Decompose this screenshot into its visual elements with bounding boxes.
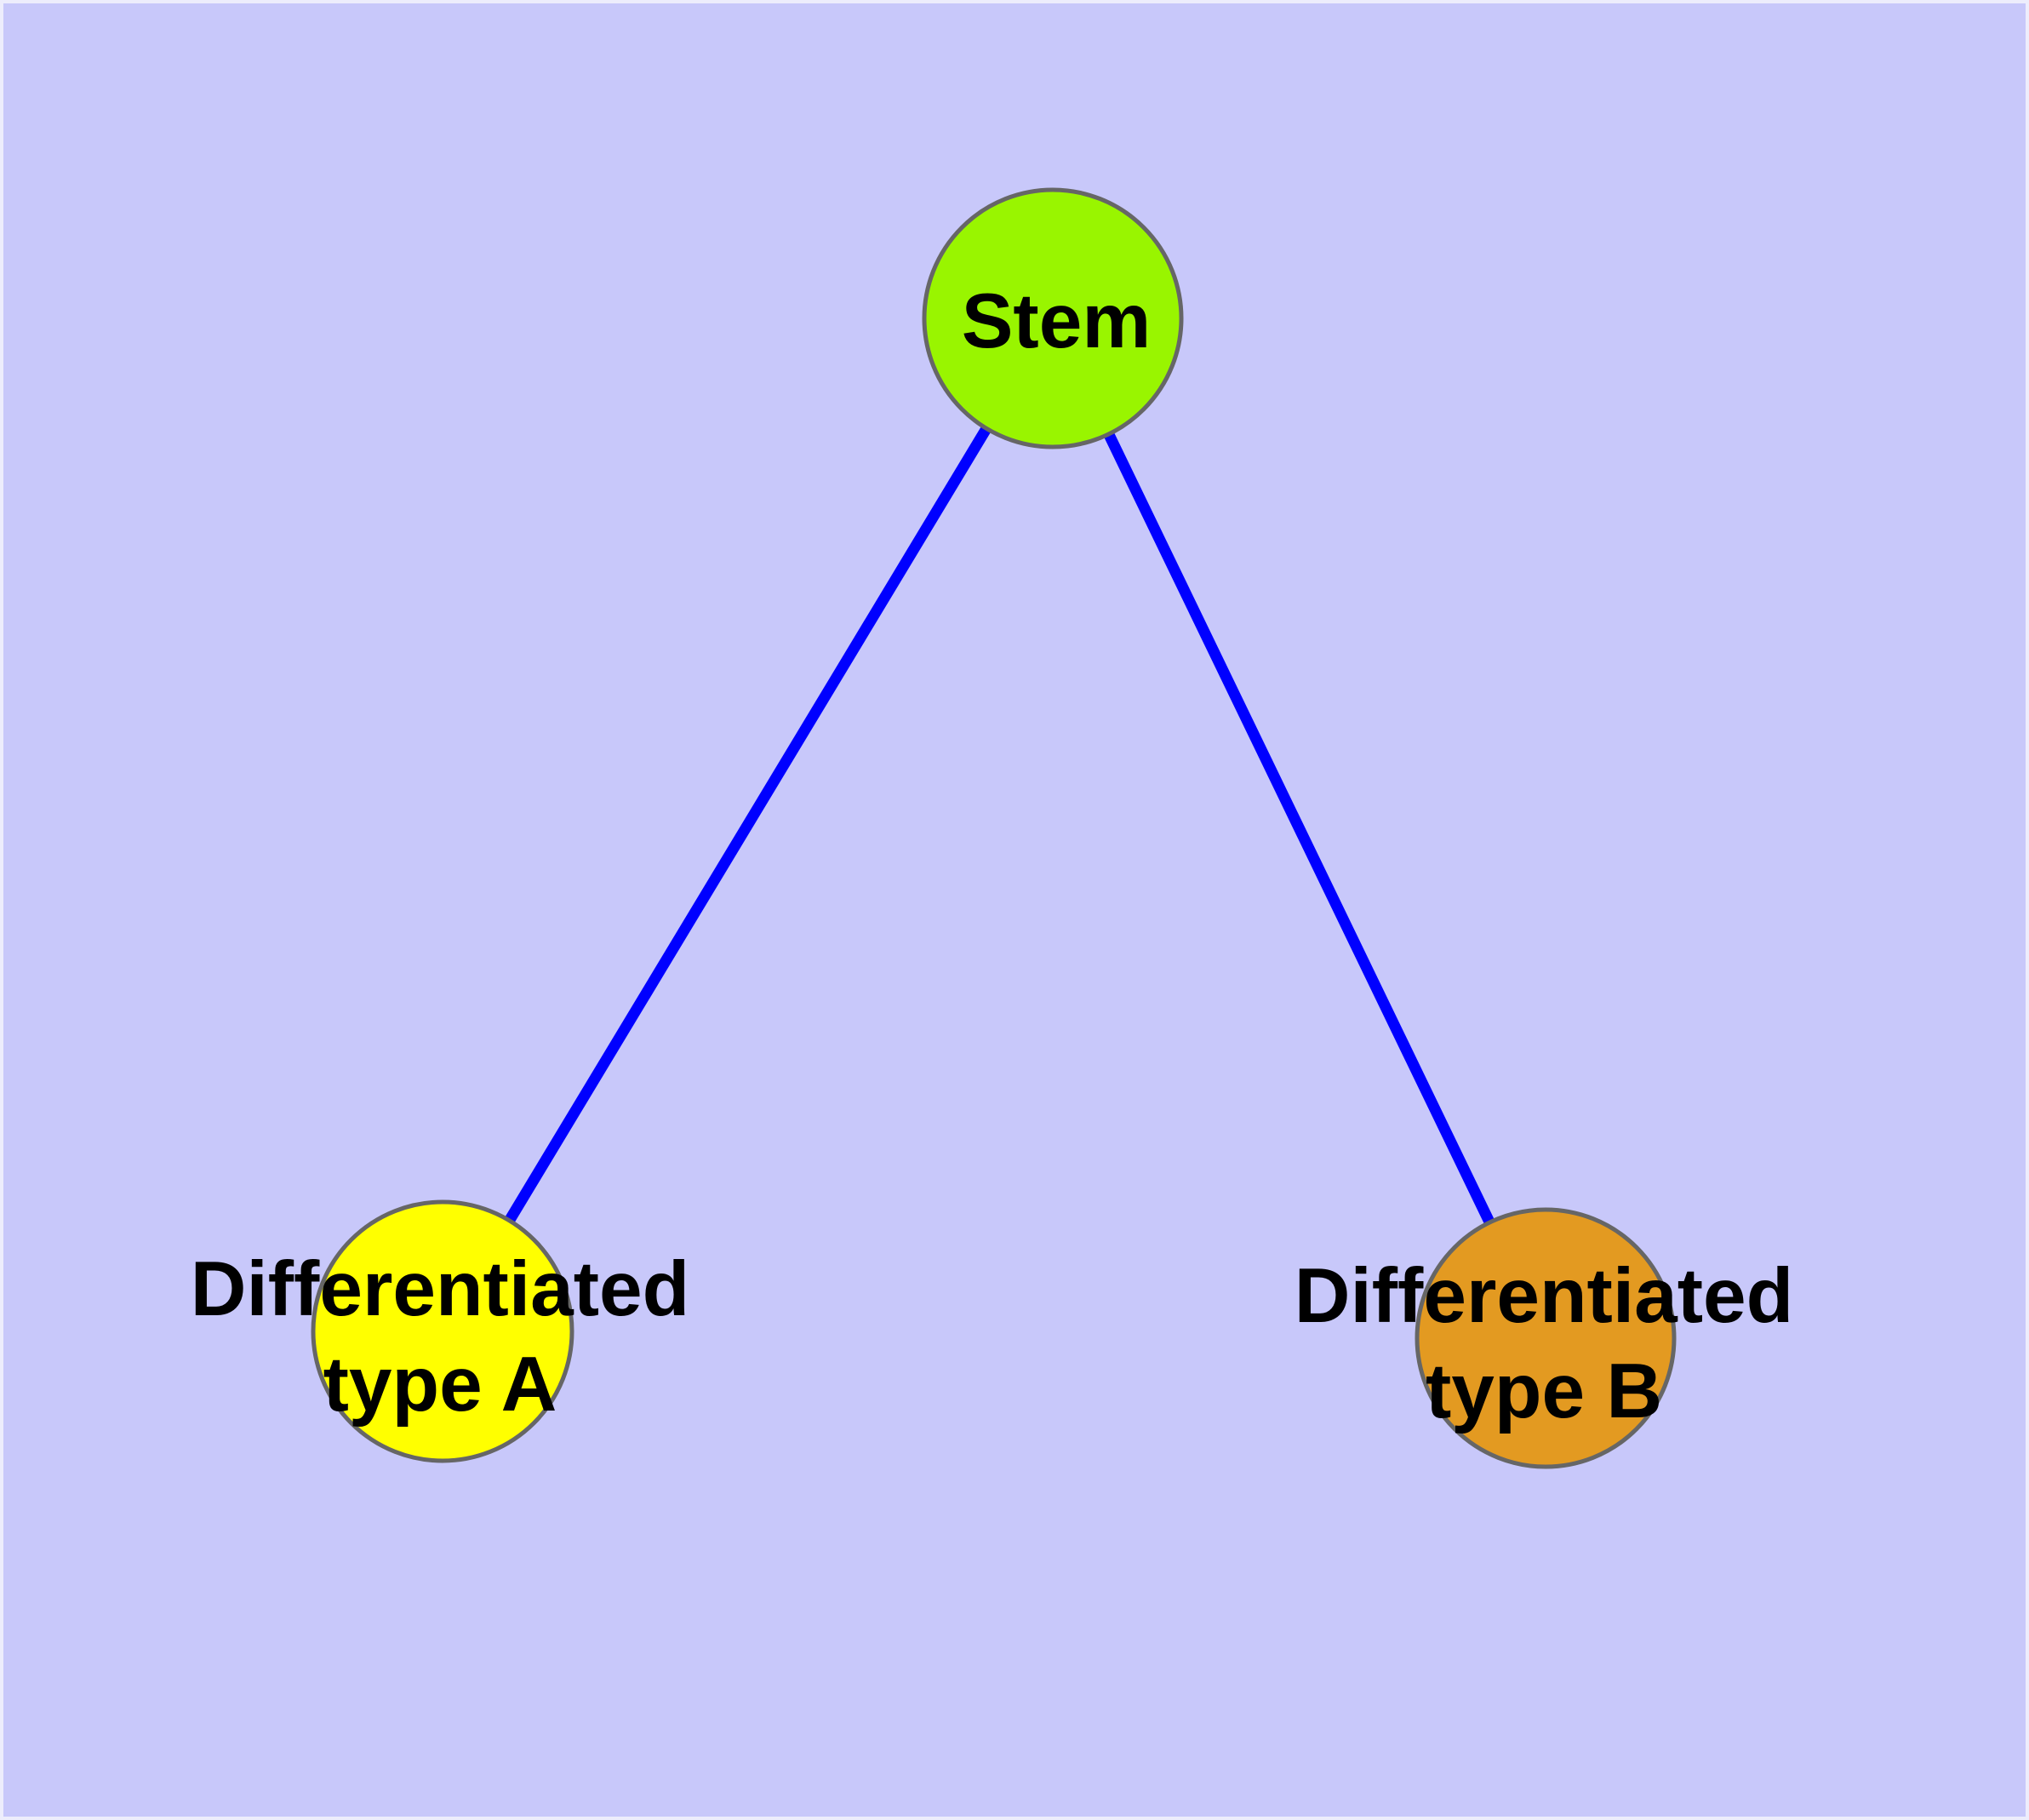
node-type-a-label: Differentiated type A [191, 1242, 690, 1433]
node-type-a-label-line2: type A [323, 1342, 557, 1428]
node-type-b-label-line2: type B [1425, 1348, 1663, 1434]
node-type-a-circle [311, 1199, 574, 1463]
node-type-a-label-line1: Differentiated [190, 1246, 690, 1332]
node-type-b-circle [1415, 1207, 1677, 1469]
node-stem-label: Stem [961, 278, 1152, 364]
edge-stem-to-type-b [1048, 316, 1551, 1341]
node-type-b-label-line1: Differentiated [1294, 1253, 1794, 1339]
node-stem-circle [922, 187, 1184, 449]
edge-stem-to-type-a [437, 315, 1058, 1335]
node-type-b-label: Differentiated type B [1295, 1249, 1794, 1439]
